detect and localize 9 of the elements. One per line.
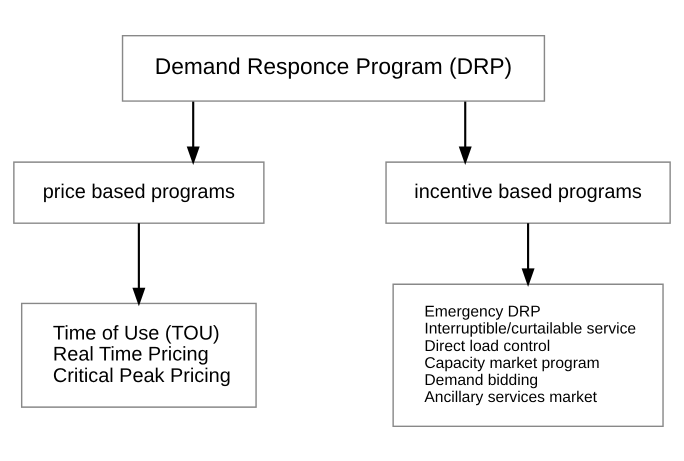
arrow <box>522 222 535 286</box>
node-box: price based programs <box>13 160 265 224</box>
node-box: Time of Use (TOU) Real Time Pricing Critical Peak Pricing <box>20 302 257 408</box>
arrow <box>186 101 200 165</box>
arrow <box>458 101 472 165</box>
node-box: incentive based programs <box>385 160 671 224</box>
node-box: Emergency DRP Interruptible/curtailable service Direct load control Capacity market program Demand bidding Ancillary services market <box>392 283 664 427</box>
arrow <box>132 222 146 306</box>
node-box: Demand Responce Program (DRP) <box>122 34 546 102</box>
